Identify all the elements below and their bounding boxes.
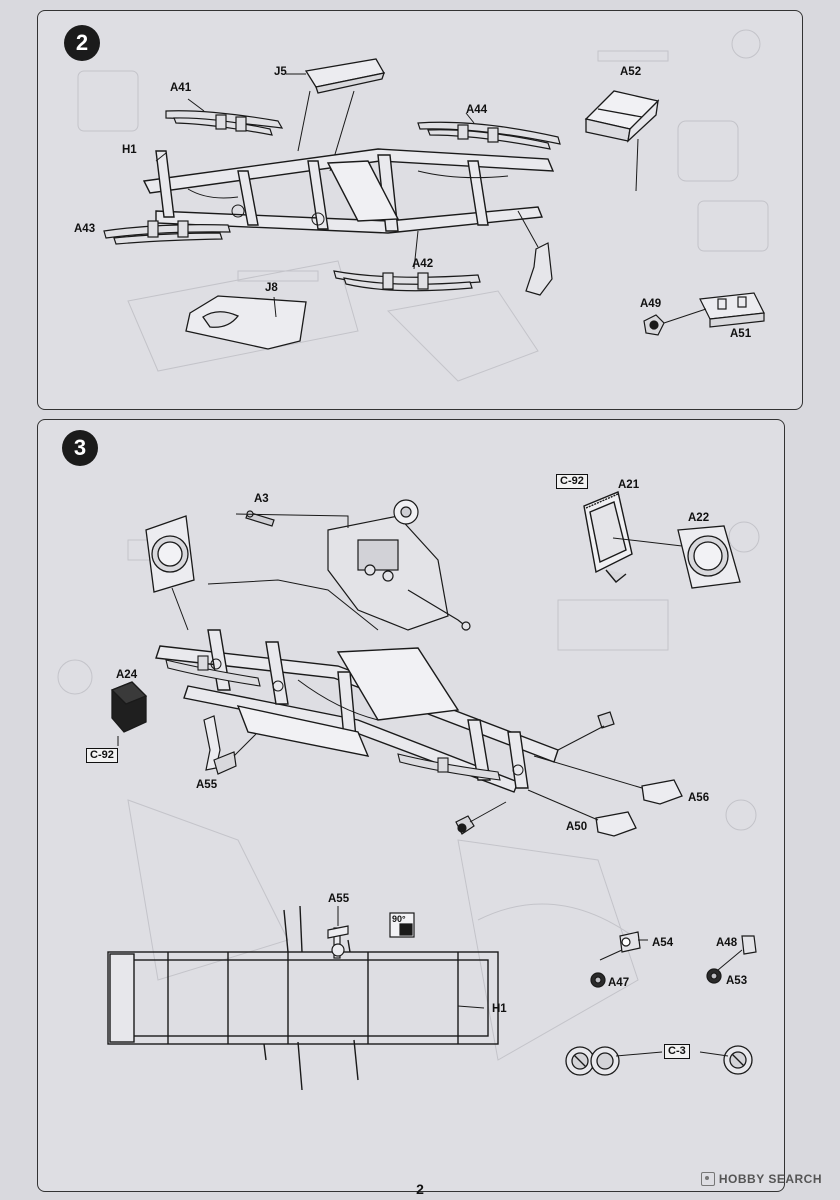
step-3-badge: 3 (62, 430, 98, 466)
label-a47: A47 (608, 977, 630, 989)
label-detail-a55: A55 (328, 893, 350, 905)
label-j5: J5 (274, 66, 287, 78)
label-c92-left: C-92 (86, 748, 118, 763)
label-a55: A55 (196, 779, 218, 791)
label-detail-h1: H1 (492, 1003, 507, 1015)
step-2-illustration (77, 29, 769, 382)
label-detail-angle: 90° (392, 914, 406, 924)
label-a22: A22 (688, 512, 710, 524)
label-h1: H1 (122, 144, 137, 156)
label-a52: A52 (620, 66, 642, 78)
label-a53: A53 (726, 975, 748, 987)
label-c92-top: C-92 (556, 474, 588, 489)
label-a21: A21 (618, 479, 640, 491)
label-a48: A48 (716, 937, 738, 949)
camera-icon (700, 1172, 715, 1186)
step-2-badge: 2 (64, 25, 100, 61)
label-a44: A44 (466, 104, 488, 116)
label-a49: A49 (640, 298, 662, 310)
step-3-illustration (57, 491, 760, 1091)
label-a43: A43 (74, 223, 96, 235)
label-a54: A54 (652, 937, 674, 949)
step-2-panel: 2 (37, 10, 803, 410)
label-a42: A42 (412, 258, 434, 270)
page-number: 2 (416, 1181, 424, 1197)
watermark: HOBBY SEARCH (700, 1172, 822, 1186)
label-c3: C-3 (664, 1044, 690, 1059)
label-a3: A3 (254, 493, 269, 505)
step-3-panel: 3 (37, 419, 785, 1192)
label-a51: A51 (730, 328, 752, 340)
label-j8: J8 (265, 282, 278, 294)
label-a56: A56 (688, 792, 710, 804)
label-a50: A50 (566, 821, 588, 833)
watermark-brand: HOBBY SEARCH (718, 1172, 822, 1186)
label-a41: A41 (170, 82, 192, 94)
label-a24: A24 (116, 669, 138, 681)
